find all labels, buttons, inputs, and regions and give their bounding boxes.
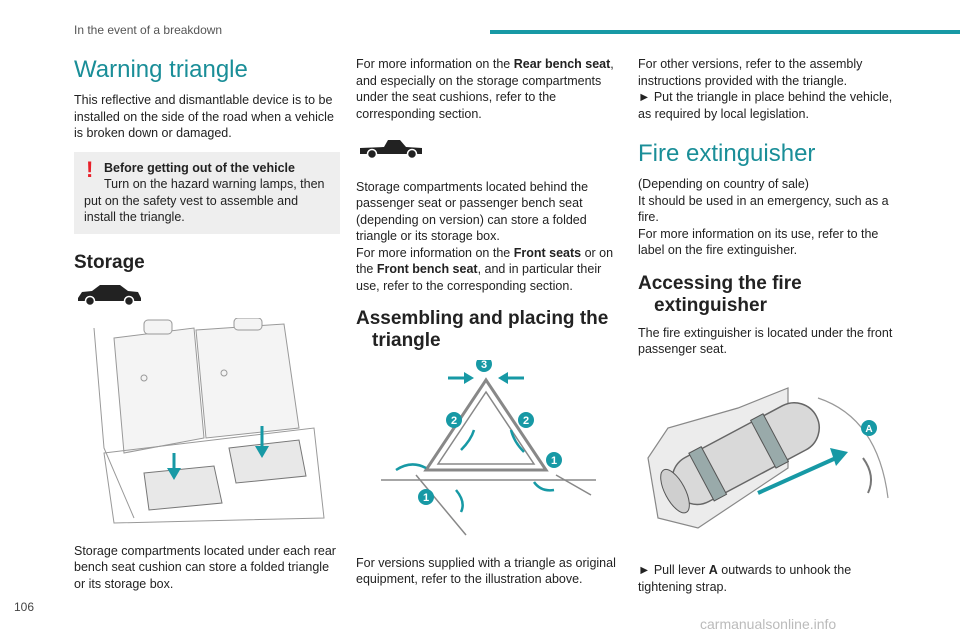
storage-text: Storage compartments located under each … xyxy=(74,543,336,591)
triangle-assembly-illustration: 3 2 2 1 1 xyxy=(356,356,618,545)
running-header: In the event of a breakdown xyxy=(74,23,223,37)
column-1: Warning triangle This reflective and dis… xyxy=(74,56,340,602)
warning-triangle-intro: This reflective and dismantlable device … xyxy=(74,93,334,140)
header-accent-bar xyxy=(490,30,960,34)
column-2: For more information on the Rear bench s… xyxy=(356,56,618,598)
column-3: For other versions, refer to the assembl… xyxy=(638,56,908,605)
label-a: A xyxy=(865,424,872,435)
label-1-right: 1 xyxy=(551,455,557,467)
rear-bench-reference: For more information on the Rear bench s… xyxy=(356,57,614,121)
extinguisher-location-text: The fire extinguisher is located under t… xyxy=(638,325,893,357)
other-versions-text: For other versions, refer to the assembl… xyxy=(638,57,893,121)
label-2-right: 2 xyxy=(523,415,529,427)
label-3: 3 xyxy=(481,360,487,371)
warning-box-text: Turn on the hazard warning lamps, then p… xyxy=(84,177,325,224)
sedan-car-icon xyxy=(74,282,340,311)
warning-box: ! Before getting out of the vehicle Turn… xyxy=(74,151,340,234)
fire-extinguisher-illustration: A xyxy=(638,368,908,553)
front-seat-storage-text: Storage compartments located behind the … xyxy=(356,179,614,293)
watermark: carmanualsonline.info xyxy=(700,616,837,632)
storage-heading: Storage xyxy=(74,251,145,273)
exclamation-icon: ! xyxy=(86,156,94,182)
pickup-truck-icon xyxy=(356,136,618,165)
warning-triangle-title: Warning triangle xyxy=(74,56,248,83)
fire-extinguisher-intro: (Depending on country of sale) It should… xyxy=(638,177,889,257)
rear-seat-storage-illustration xyxy=(74,317,340,533)
label-1-left: 1 xyxy=(423,492,429,504)
assembling-heading: Assembling and placing the triangle xyxy=(356,308,609,351)
original-equipment-text: For versions supplied with a triangle as… xyxy=(356,555,616,587)
page-number: 106 xyxy=(14,600,35,614)
fire-extinguisher-title: Fire extinguisher xyxy=(638,140,816,167)
pull-lever-text: ► Pull lever A outwards to unhook the ti… xyxy=(638,563,852,594)
warning-box-title: Before getting out of the vehicle xyxy=(104,160,295,175)
label-2-left: 2 xyxy=(451,415,457,427)
accessing-heading: Accessing the fire extinguisher xyxy=(638,272,802,316)
